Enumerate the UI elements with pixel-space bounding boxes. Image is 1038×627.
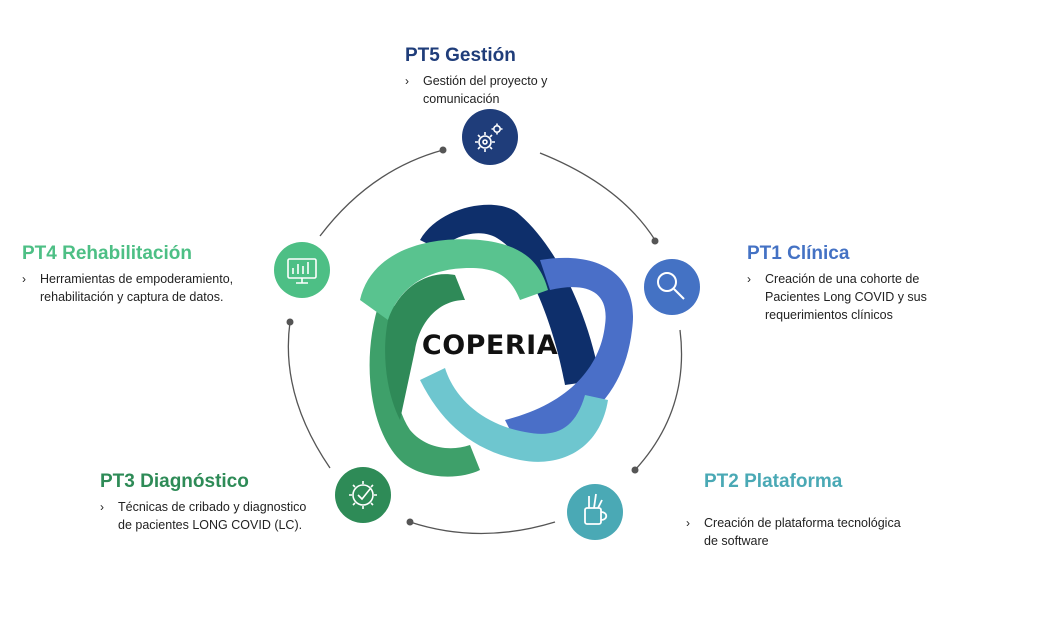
coperia-ribbon-logo bbox=[360, 204, 634, 477]
pt3-node bbox=[335, 467, 391, 523]
bullet-mark: › bbox=[747, 272, 751, 286]
pt5-title: PT5 Gestión bbox=[405, 45, 516, 66]
pt3-title: PT3 Diagnóstico bbox=[100, 471, 249, 492]
ribbon-dark-band bbox=[420, 204, 600, 385]
pt4-text: Herramientas de empoderamiento, rehabili… bbox=[40, 272, 234, 304]
pt5-node bbox=[462, 109, 518, 165]
bullet-mark: › bbox=[686, 516, 690, 530]
gear-check-icon bbox=[349, 481, 377, 509]
arc-pt3-pt4 bbox=[287, 321, 331, 469]
pt2-icon-circle bbox=[567, 484, 623, 540]
monitor-chart-icon bbox=[287, 258, 317, 284]
bullet-mark: › bbox=[100, 500, 104, 514]
ribbon-lightgreen-band bbox=[360, 239, 548, 320]
ribbon-teal-band bbox=[420, 368, 608, 462]
pt4-bullet: › Herramientas de empoderamiento, rehabi… bbox=[22, 270, 282, 306]
pt1-icon-circle bbox=[644, 259, 700, 315]
pt4-title: PT4 Rehabilitación bbox=[22, 243, 192, 264]
pt5-bullet: › Gestión del proyecto y comunicación bbox=[405, 72, 625, 108]
connector-dot bbox=[286, 318, 294, 326]
pt3-bullet: › Técnicas de cribado y diagnostico de p… bbox=[100, 498, 360, 534]
arc-pt2-pt3 bbox=[409, 521, 556, 535]
pt5-text: Gestión del proyecto y comunicación bbox=[423, 74, 548, 106]
pt1-text: Creación de una cohorte de Pacientes Lon… bbox=[765, 272, 927, 322]
connector-dot bbox=[651, 237, 659, 245]
pt2-node bbox=[567, 484, 623, 540]
connector-dot bbox=[406, 518, 414, 526]
connector-dots bbox=[286, 146, 659, 526]
arc-pt4-pt5 bbox=[319, 149, 444, 237]
connector-dot bbox=[439, 146, 447, 154]
center-label: COPERIA bbox=[421, 330, 559, 361]
pt3-text: Técnicas de cribado y diagnostico de pac… bbox=[118, 500, 307, 532]
pt4-icon-circle bbox=[274, 242, 330, 298]
pt5-block: PT5 Gestión › Gestión del proyecto y com… bbox=[405, 44, 625, 108]
pt2-title: PT2 Plataforma bbox=[704, 471, 843, 492]
bullet-mark: › bbox=[405, 74, 409, 88]
arc-pt5-pt1 bbox=[539, 152, 656, 241]
pt2-bullet: › Creación de plataforma tecnológica de … bbox=[686, 514, 986, 550]
pt1-title: PT1 Clínica bbox=[747, 243, 850, 264]
pt1-block: PT1 Clínica › Creación de una cohorte de… bbox=[747, 242, 997, 324]
pt3-block: PT3 Diagnóstico › Técnicas de cribado y … bbox=[100, 470, 360, 534]
pt4-block: PT4 Rehabilitación › Herramientas de emp… bbox=[22, 242, 282, 306]
ribbon-green-band bbox=[369, 300, 480, 477]
pt1-bullet: › Creación de una cohorte de Pacientes L… bbox=[747, 270, 997, 324]
pt1-node bbox=[644, 259, 700, 315]
pencil-cup-icon bbox=[584, 493, 608, 525]
connector-arcs bbox=[287, 149, 683, 535]
magnifier-icon bbox=[657, 272, 685, 300]
pt4-node bbox=[274, 242, 330, 298]
pt2-text: Creación de plataforma tecnológica de so… bbox=[704, 516, 901, 548]
connector-dot bbox=[631, 466, 639, 474]
bullet-mark: › bbox=[22, 272, 26, 286]
pt3-icon-circle bbox=[335, 467, 391, 523]
gears-icon bbox=[475, 123, 503, 152]
arc-pt1-pt2 bbox=[634, 329, 683, 471]
pt2-block: PT2 Plataforma › Creación de plataforma … bbox=[686, 470, 986, 550]
ribbon-green-inner bbox=[385, 274, 465, 420]
